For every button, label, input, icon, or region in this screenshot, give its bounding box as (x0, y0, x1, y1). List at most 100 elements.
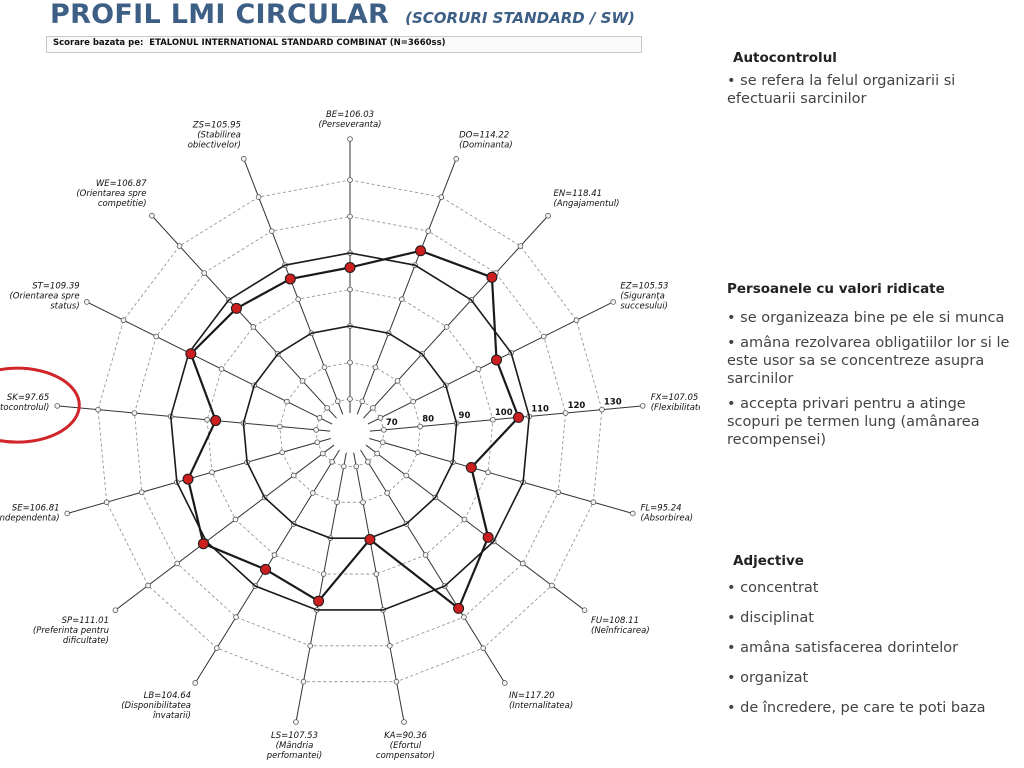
axis-tick (590, 499, 597, 506)
spoke-fu (365, 444, 585, 611)
axis-end-tick (610, 299, 616, 305)
axis-end-tick (64, 510, 71, 517)
axis-tick (541, 333, 547, 340)
axis-tick (153, 333, 159, 340)
section-adjectives-heading: Adjective (733, 553, 804, 569)
axis-tick (279, 449, 285, 456)
axis-tick (555, 489, 562, 496)
axis-tick (295, 296, 301, 302)
axis-tick (415, 449, 421, 456)
axis-tick (271, 552, 278, 558)
axis-tick (599, 406, 605, 413)
scoring-basis-text: Scorare bazata pe: ETALONUL INTERNATIONA… (53, 38, 446, 48)
data-point-fl (465, 462, 477, 474)
adjective-item-3: • amâna satisfacerea dorintelor (727, 640, 959, 656)
spoke-zs (243, 158, 344, 415)
axis-tick (377, 415, 384, 421)
axis-tick (300, 678, 307, 685)
ring-label: 80 (422, 414, 434, 424)
axis-end-tick (401, 719, 407, 725)
axis-end-tick (240, 156, 247, 162)
axis-tick (519, 560, 526, 567)
axis-tick (443, 324, 450, 330)
axis-tick (176, 243, 183, 249)
axis-end-tick (639, 403, 646, 409)
spoke-st (86, 301, 333, 425)
axis-tick (359, 398, 366, 405)
title-subtitle: (SCORURI STANDARD / SW) (405, 9, 635, 27)
data-point-ez (491, 354, 503, 366)
axis-tick (340, 463, 347, 470)
axis-end-tick (347, 136, 353, 142)
axis-tick (204, 416, 210, 423)
axis-tick (320, 571, 327, 577)
spoke-fx (369, 405, 643, 432)
highlight-ellipse (0, 366, 81, 444)
ring-label: 110 (531, 404, 549, 414)
axis-tick (334, 398, 341, 405)
data-point-se (182, 473, 194, 485)
axis-tick (232, 516, 239, 523)
grid-ring (97, 179, 603, 683)
axis-tick (313, 427, 319, 433)
scoring-basis-value: ETALONUL INTERNATIONAL STANDARD COMBINAT… (149, 38, 446, 48)
axis-tick (422, 552, 429, 558)
axis-tick (347, 177, 353, 183)
axis-tick (218, 366, 225, 372)
axis-tick (209, 469, 215, 476)
section-high-values-item-1: • se organizeaza bine pe ele si munca (727, 310, 1005, 326)
spoke-we (151, 215, 337, 419)
axis-tick (174, 560, 181, 567)
axis-tick (347, 213, 353, 220)
axis-tick (316, 415, 323, 421)
data-point-do (415, 245, 427, 257)
axis-tick (384, 490, 390, 496)
axis-tick (353, 463, 360, 470)
axis-tick (329, 459, 335, 465)
axis-tick (461, 516, 468, 523)
axis-tick (517, 243, 524, 249)
profile-line (186, 249, 520, 610)
axis-tick (310, 490, 316, 496)
spoke-ls (295, 452, 347, 723)
axis-tick (103, 499, 110, 506)
section-high-values-heading: Persoanele cu valori ridicate (727, 281, 945, 297)
axis-end-tick (84, 299, 90, 305)
axis-tick (394, 378, 401, 384)
ring-label: 100 (495, 408, 513, 418)
spoke-ez (367, 301, 614, 425)
axis-tick (381, 427, 387, 433)
adjective-item-5: • de încredere, pe care te poti baza (727, 700, 986, 716)
data-point-lb (260, 563, 272, 575)
axis-label-fx: FX=107.05(Flexibilitatea) (651, 393, 700, 413)
axis-end-tick (453, 156, 460, 162)
axis-tick (131, 410, 138, 416)
data-point-en (486, 271, 498, 283)
data-point-we (230, 302, 242, 314)
data-point-ka (364, 533, 376, 545)
axis-tick (347, 359, 353, 366)
spoke-en (363, 215, 549, 419)
adjective-item-1: • concentrat (727, 580, 819, 596)
axis-tick (290, 472, 297, 479)
axis-tick (374, 450, 380, 457)
axis-end-tick (54, 403, 61, 409)
axis-tick (321, 364, 328, 371)
axis-tick (314, 439, 321, 446)
section-high-values-item-3: • accepta privari pentru a atinge scopur… (727, 396, 980, 448)
axis-end-tick (545, 212, 551, 219)
axis-tick (214, 645, 220, 651)
spoke-do (356, 158, 457, 415)
axis-label-in: IN=117.20(Internalitatea) (509, 691, 573, 711)
axis-tick (347, 286, 353, 293)
spoke-in (360, 449, 506, 684)
section-high-values: Persoanele cu valori ridicate • se organ… (727, 281, 1017, 449)
data-point-sk (210, 415, 222, 427)
